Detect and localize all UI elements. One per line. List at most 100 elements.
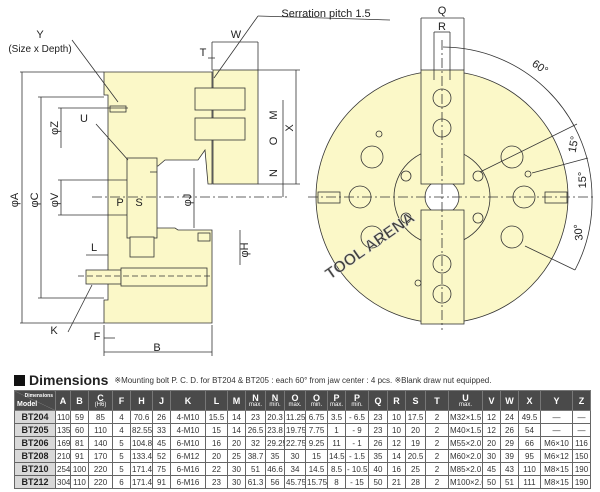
model-cell: BT208 [14, 449, 56, 463]
label-f: F [94, 331, 101, 343]
value-cell: 15 [205, 423, 228, 437]
label-angle-60: 60° [529, 58, 550, 77]
value-cell: 4 [112, 410, 131, 424]
column-header: A [55, 390, 71, 411]
value-cell: M60×2.0 [448, 449, 483, 463]
value-cell: 22.75 [284, 436, 306, 450]
model-cell: BT210 [14, 462, 56, 476]
value-cell: 60 [70, 423, 89, 437]
column-letter: V [488, 395, 495, 406]
jaw-base-side [126, 157, 158, 239]
value-cell: 12 [387, 436, 406, 450]
value-cell: 2 [425, 423, 449, 437]
value-cell: 4-M10 [170, 423, 206, 437]
corner-model-label: Model [17, 401, 38, 408]
model-cell: BT212 [14, 475, 56, 489]
value-cell: — [572, 410, 591, 424]
value-cell: 85 [88, 410, 113, 424]
value-cell: 26.5 [245, 423, 266, 437]
value-cell: 19.75 [284, 423, 306, 437]
value-cell: 35 [265, 449, 285, 463]
column-header: Q [368, 390, 388, 411]
value-cell: 56 [265, 475, 285, 489]
value-cell: 23 [245, 410, 266, 424]
label-n: N [268, 169, 280, 177]
value-cell: 10 [387, 423, 406, 437]
value-cell: 26 [368, 436, 388, 450]
value-cell: 2 [425, 449, 449, 463]
model-cell: BT205 [14, 423, 56, 437]
value-cell: 6-M16 [170, 475, 206, 489]
label-t: T [200, 47, 207, 59]
column-letter: N [252, 392, 259, 403]
value-cell: 24 [500, 410, 519, 424]
column-letter: N [271, 392, 279, 403]
value-cell: - 1 [345, 436, 369, 450]
model-cell: BT206 [14, 436, 56, 450]
column-qualifier: min. [351, 401, 363, 408]
value-cell: 16 [387, 462, 406, 476]
value-cell: 45 [482, 462, 501, 476]
value-cell: 23 [368, 423, 388, 437]
value-cell: 8 [327, 475, 346, 489]
label-h: φH [239, 242, 251, 257]
value-cell: 169 [55, 436, 71, 450]
value-cell: 20 [405, 423, 426, 437]
label-l: L [91, 242, 97, 254]
value-cell: 6-M10 [170, 436, 206, 450]
column-header: M [227, 390, 246, 411]
label-size-depth: (Size x Depth) [8, 44, 71, 55]
column-letter: O [291, 392, 299, 403]
value-cell: - 1.5 [345, 449, 369, 463]
value-cell: 52 [152, 449, 171, 463]
value-cell: 14.5 [327, 449, 346, 463]
corner-dimensions-label: Dimensions [24, 393, 53, 399]
column-letter: X [526, 395, 533, 406]
column-letter: Y [553, 395, 560, 406]
value-cell: M40×1.5 [448, 423, 483, 437]
value-cell: M100×2.0 [448, 475, 483, 489]
value-cell: 2 [425, 436, 449, 450]
table-row: BT206169811405104.8456-M1016203229.2522.… [14, 436, 591, 450]
label-p: P [116, 197, 123, 209]
value-cell: 100 [70, 462, 89, 476]
column-letter: O [312, 392, 320, 403]
label-q: Q [438, 5, 447, 17]
value-cell: 9.25 [305, 436, 328, 450]
value-cell: M8×15 [540, 475, 573, 489]
column-qualifier: max. [248, 401, 262, 408]
value-cell: 32 [245, 436, 266, 450]
value-cell: 12 [482, 423, 501, 437]
value-cell: 23.8 [265, 423, 285, 437]
value-cell: 2 [425, 410, 449, 424]
value-cell: 25 [227, 449, 246, 463]
value-cell: 25 [405, 462, 426, 476]
column-letter: Q [374, 395, 382, 406]
value-cell: 6.75 [305, 410, 328, 424]
value-cell: 5 [112, 436, 131, 450]
value-cell: 40 [368, 462, 388, 476]
value-cell: - 15 [345, 475, 369, 489]
value-cell: 28 [405, 475, 426, 489]
value-cell: 30 [227, 475, 246, 489]
value-cell: M6×10 [540, 436, 573, 450]
label-r: R [438, 21, 446, 33]
value-cell: 45.75 [284, 475, 306, 489]
value-cell: 33 [152, 423, 171, 437]
value-cell: 104.8 [130, 436, 153, 450]
value-cell: 66 [518, 436, 541, 450]
column-letter: R [393, 395, 400, 406]
bolt-k [85, 269, 122, 285]
value-cell: 82.55 [130, 423, 153, 437]
value-cell: 91 [152, 475, 171, 489]
value-cell: 35 [368, 449, 388, 463]
value-cell: 1 [327, 423, 346, 437]
value-cell: 135 [55, 423, 71, 437]
label-a: φA [9, 192, 21, 207]
value-cell: 116 [572, 436, 591, 450]
column-header: Y [540, 390, 573, 411]
